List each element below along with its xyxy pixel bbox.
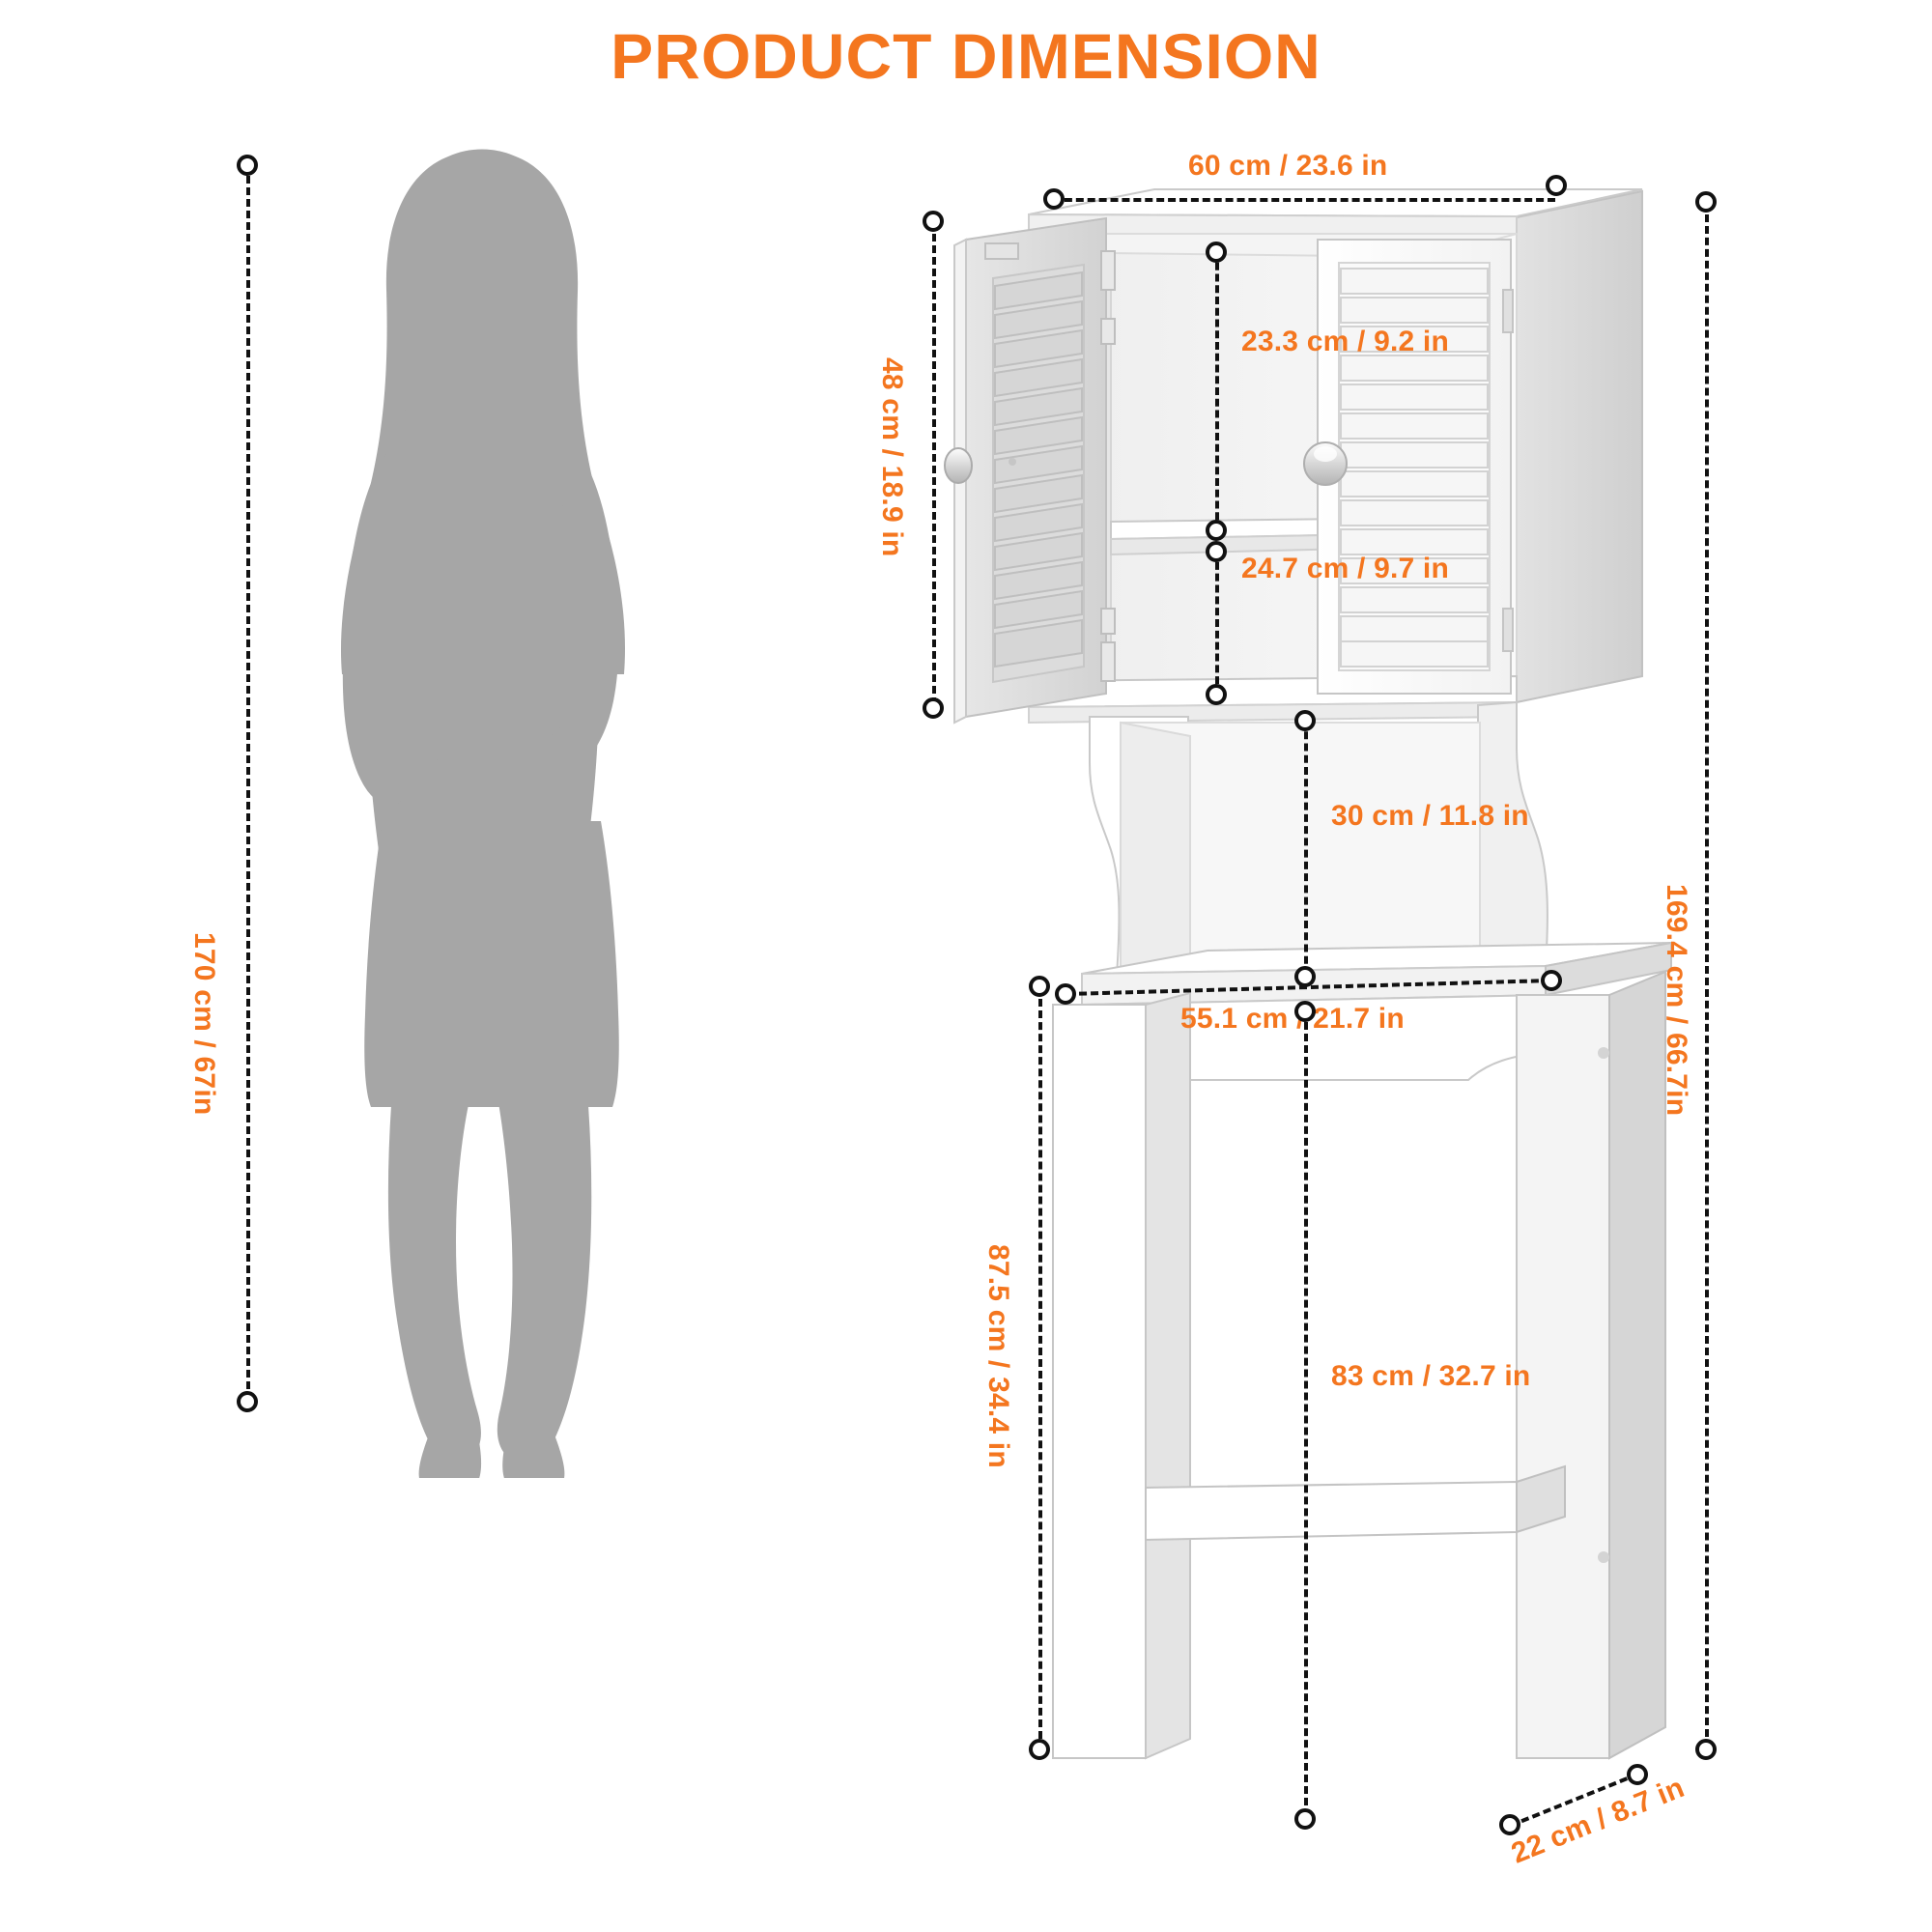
inner-clearance-label: 83 cm / 32.7 in — [1331, 1360, 1531, 1392]
cabinet-width-label: 60 cm / 23.6 in — [1188, 150, 1388, 182]
overall-height-marker-bottom — [1695, 1739, 1717, 1760]
leg-height-marker-bottom — [1029, 1739, 1050, 1760]
upper-shelf-marker-bottom — [1206, 520, 1227, 541]
cabinet-width-dimension-line — [1053, 198, 1555, 202]
inner-clearance-marker-bottom — [1294, 1808, 1316, 1830]
depth-marker-near — [1499, 1814, 1520, 1835]
leg-height-dimension-line — [1038, 987, 1042, 1750]
lower-shelf-clearance-label: 24.7 cm / 9.7 in — [1241, 553, 1449, 584]
inner-clearance-dimension-line — [1304, 1010, 1308, 1817]
middle-shelf-height-line — [1304, 720, 1308, 976]
upper-cabinet-height-marker-bottom — [923, 697, 944, 719]
base-width-label: 55.1 cm / 21.7 in — [1180, 1003, 1405, 1035]
closed-louvered-door — [1303, 239, 1514, 695]
human-silhouette — [340, 149, 625, 1478]
upper-shelf-marker-top — [1206, 242, 1227, 263]
inner-clearance-marker-top — [1294, 1001, 1316, 1022]
overall-height-dimension-line — [1705, 203, 1709, 1748]
middle-shelf-height-label: 30 cm / 11.8 in — [1331, 800, 1529, 832]
lower-shelf-marker-top — [1206, 541, 1227, 562]
middle-shelf-marker-top — [1294, 710, 1316, 731]
upper-shelf-clearance-label: 23.3 cm / 9.2 in — [1241, 326, 1449, 357]
upper-cabinet-height-marker-top — [923, 211, 944, 232]
open-louvered-door — [944, 216, 1116, 724]
overall-height-marker-top — [1695, 191, 1717, 213]
cabinet-width-marker-left — [1043, 188, 1065, 210]
upper-cabinet-height-dimension-line — [932, 222, 936, 705]
leg-height-label: 87.5 cm / 34.4 in — [982, 1244, 1014, 1468]
human-height-marker-bottom — [237, 1391, 258, 1412]
base-width-marker-right — [1541, 970, 1562, 991]
page-title: PRODUCT DIMENSION — [611, 20, 1321, 92]
upper-cabinet-height-label: 48 cm / 18.9 in — [876, 357, 908, 557]
base-width-marker-left — [1055, 983, 1076, 1005]
human-height-marker-top — [237, 155, 258, 176]
depth-marker-far — [1627, 1764, 1648, 1785]
upper-shelf-clearance-line — [1215, 251, 1219, 531]
lower-shelf-marker-bottom — [1206, 684, 1227, 705]
leg-height-marker-top — [1029, 976, 1050, 997]
overall-height-label: 169.4 cm / 66.7in — [1661, 884, 1692, 1117]
human-height-dimension-line — [246, 164, 250, 1401]
middle-shelf-marker-bottom — [1294, 966, 1316, 987]
lower-shelf-clearance-line — [1215, 551, 1219, 696]
cabinet-width-marker-right — [1546, 175, 1567, 196]
